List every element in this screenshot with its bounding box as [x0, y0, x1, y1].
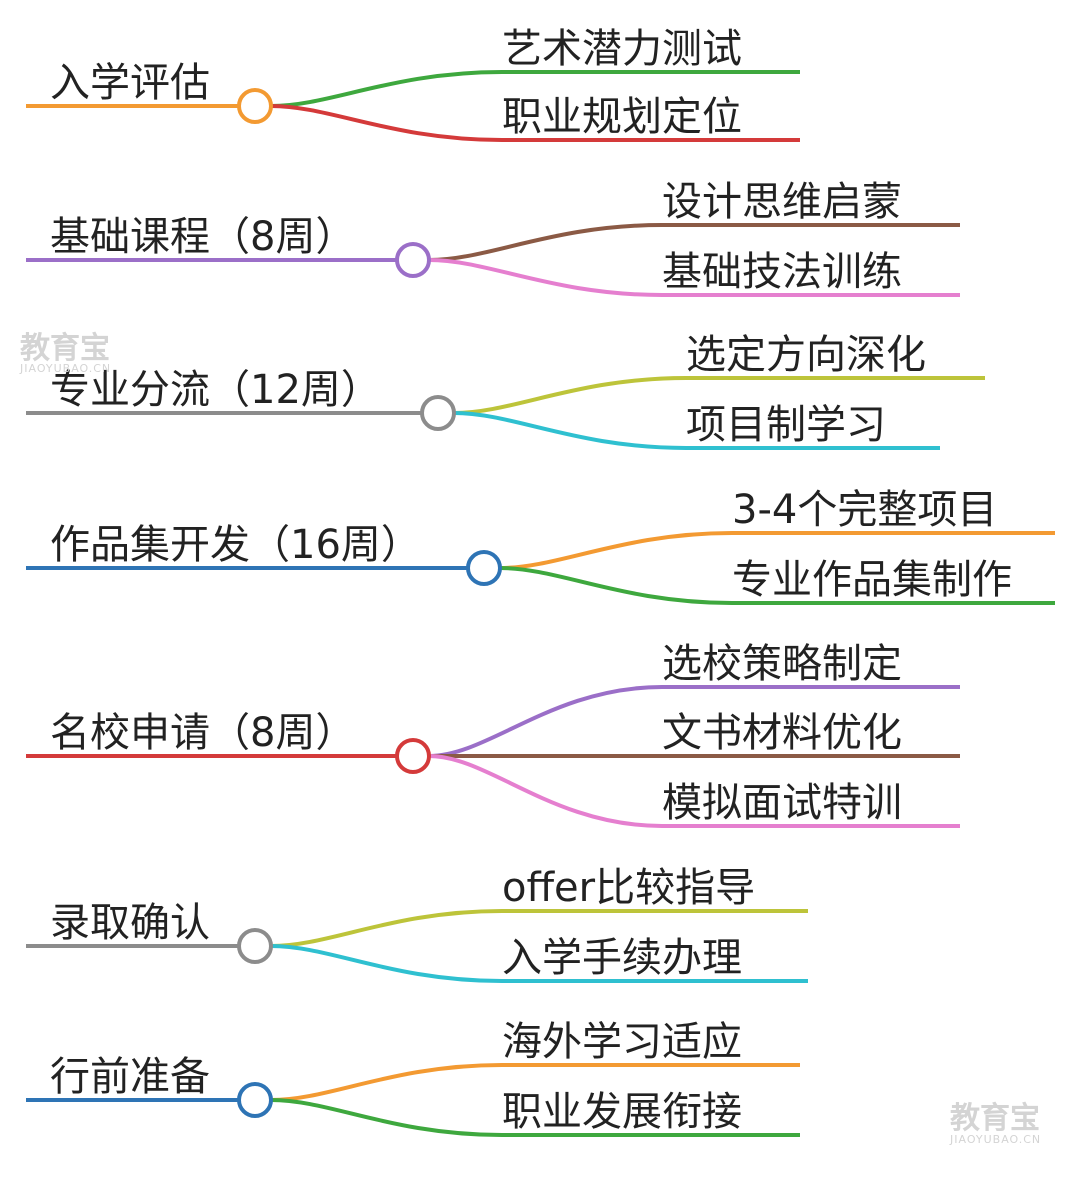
stage-node: 基础课程（8周）: [26, 214, 431, 278]
stage-node: 入学评估: [26, 60, 273, 124]
stage-circle: [395, 738, 431, 774]
branch-line: [270, 1098, 800, 1137]
branch-line: [428, 223, 960, 262]
branch-line: [453, 376, 985, 415]
stage-circle: [420, 395, 456, 431]
branch-label: 3-4个完整项目: [732, 487, 997, 533]
branch-label: 项目制学习: [686, 402, 886, 448]
branch-line: [453, 411, 940, 450]
branch-label: 设计思维启蒙: [662, 179, 902, 225]
stage-circle: [237, 88, 273, 124]
branch-line: [270, 909, 808, 948]
watermark-bottom: 教育宝 JIAOYUBAO.CN: [949, 1101, 1041, 1146]
stage-node: 专业分流（12周）: [26, 367, 456, 431]
stage-label: 名校申请（8周）: [50, 710, 355, 756]
branch-line: [270, 70, 800, 108]
branch-label: 模拟面试特训: [662, 780, 902, 826]
watermark-subtext: JIAOYUBAO.CN: [949, 1133, 1041, 1146]
branch-line: [428, 754, 960, 828]
stage-label: 作品集开发（16周）: [50, 522, 421, 568]
stage-label: 基础课程（8周）: [50, 214, 355, 260]
watermark-text: 教育宝: [20, 331, 110, 366]
stage-circle: [466, 550, 502, 586]
stage-label: 行前准备: [50, 1054, 210, 1100]
branch-line: [428, 258, 960, 297]
branch-label: 选定方向深化: [686, 332, 926, 378]
stage-label: 专业分流（12周）: [50, 367, 381, 413]
watermark-text: 教育宝: [950, 1101, 1040, 1136]
branch-line: [428, 685, 960, 758]
branch-line: [270, 944, 808, 983]
stage-node: 录取确认: [26, 900, 273, 964]
watermark-subtext: JIAOYUBAO.CN: [19, 362, 111, 375]
stage-node: 作品集开发（16周）: [26, 522, 502, 586]
stage-circle: [395, 242, 431, 278]
stage-label: 录取确认: [50, 900, 210, 946]
branch-label: offer比较指导: [502, 865, 755, 911]
stage-label: 入学评估: [50, 60, 210, 106]
watermark-top: 教育宝 JIAOYUBAO.CN: [19, 331, 111, 375]
branch-label: 基础技法训练: [662, 249, 902, 295]
branch-label: 文书材料优化: [662, 710, 902, 756]
branch-label: 艺术潜力测试: [502, 26, 742, 72]
branch-label: 入学手续办理: [502, 935, 742, 981]
branch-line: [499, 566, 1055, 605]
stage-node: 名校申请（8周）: [26, 710, 431, 774]
stage-circle: [237, 1082, 273, 1118]
stage-node: 行前准备: [26, 1054, 273, 1118]
branch-line: [270, 1063, 800, 1102]
stage-circle: [237, 928, 273, 964]
branch-line: [270, 104, 800, 142]
branch-label: 职业规划定位: [502, 94, 742, 140]
branch-label: 职业发展衔接: [502, 1089, 742, 1135]
branch-line: [499, 531, 1055, 570]
branch-label: 专业作品集制作: [732, 557, 1012, 603]
branch-label: 选校策略制定: [662, 641, 902, 687]
branch-label: 海外学习适应: [502, 1019, 742, 1065]
